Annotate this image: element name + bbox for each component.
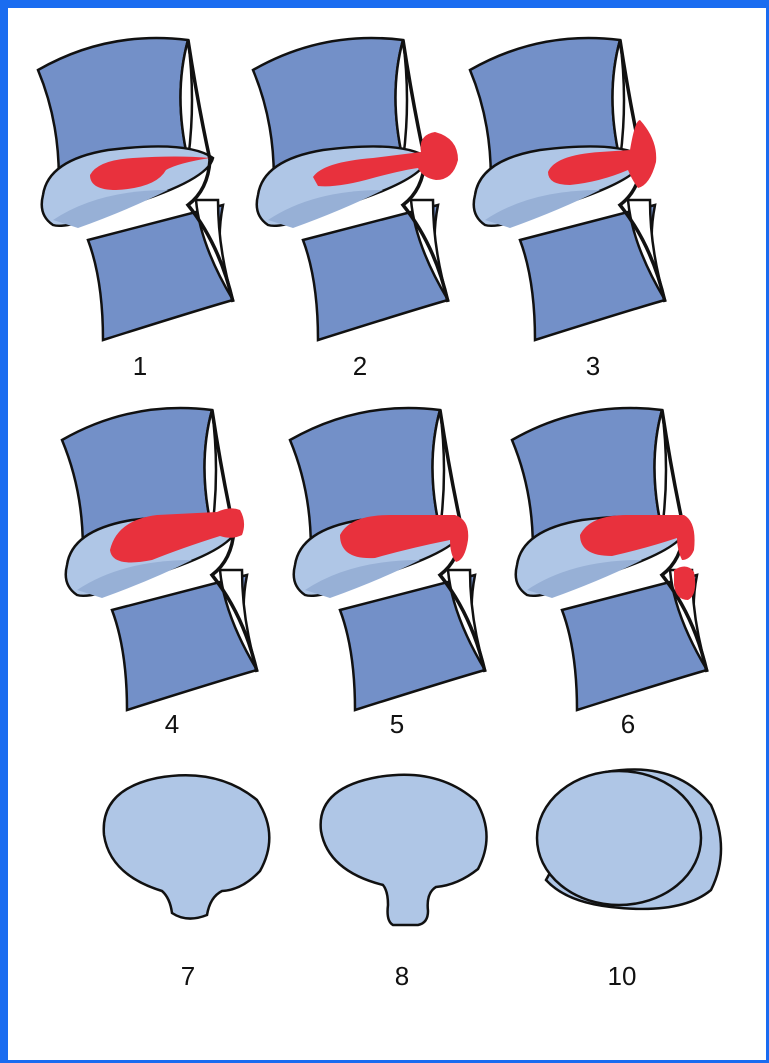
panel-10 xyxy=(537,769,721,908)
ligament-bulge-icon xyxy=(470,38,665,340)
contained-bulge-icon xyxy=(38,38,233,340)
panel-6 xyxy=(512,408,707,710)
panel-5 xyxy=(290,408,485,710)
panel-label-8: 8 xyxy=(395,961,409,991)
panel-4 xyxy=(62,408,257,710)
panel-1 xyxy=(38,38,233,340)
sequestered-fragment-icon xyxy=(512,408,707,710)
disc-axial-small-notch-icon xyxy=(104,775,270,918)
disc-axial-large-notch-icon xyxy=(321,775,487,925)
panel-label-4: 4 xyxy=(165,709,179,739)
panel-3 xyxy=(470,38,665,340)
panel-7 xyxy=(104,775,270,918)
panel-label-2: 2 xyxy=(353,351,367,381)
panel-label-6: 6 xyxy=(621,709,635,739)
panel-label-5: 5 xyxy=(390,709,404,739)
panel-8 xyxy=(321,775,487,925)
panel-2 xyxy=(253,38,458,340)
subligamentous-protrusion-icon xyxy=(62,408,257,710)
panel-label-7: 7 xyxy=(181,961,195,991)
panel-label-10: 10 xyxy=(608,961,637,991)
panel-label-1: 1 xyxy=(133,351,147,381)
panel-label-3: 3 xyxy=(586,351,600,381)
disc-axial-overlap-icon xyxy=(537,769,721,908)
extruded-herniation-icon xyxy=(253,38,448,340)
